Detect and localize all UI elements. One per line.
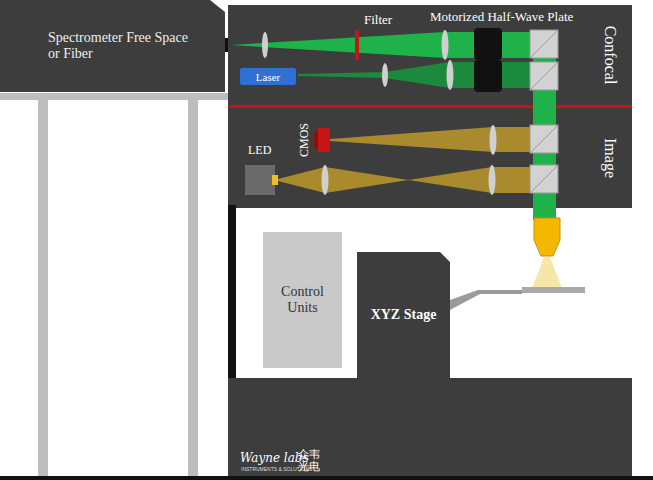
node-text: Control Units (273, 284, 333, 316)
xyz-stage-box (357, 252, 450, 378)
lens (382, 63, 388, 87)
filter (355, 30, 359, 60)
lens (262, 32, 268, 58)
led-beam (492, 167, 533, 193)
part-label: Motorized Half-Wave Plate (430, 10, 573, 24)
node-text: XYZ Stage (371, 307, 437, 323)
frame-bar (228, 205, 236, 378)
node-text: Confocal (601, 26, 619, 85)
led-beam (278, 167, 325, 193)
spectrometer-box: Spectrometer Free Space or Fiber (0, 0, 225, 92)
xyz-stage-box: XYZ Stage (357, 252, 450, 378)
half-wave-plate (474, 28, 502, 60)
lens (490, 125, 497, 155)
shelf (0, 93, 232, 100)
image-beam (330, 127, 493, 152)
focus-cone (532, 257, 562, 288)
stage-arm (450, 290, 522, 310)
green-beam (231, 32, 445, 58)
divider-line (228, 105, 632, 108)
base (228, 378, 632, 476)
control-units-box: Control Units (263, 232, 342, 368)
led-housing (245, 165, 275, 195)
node-text: Spectrometer Free Space or Fiber (48, 30, 188, 62)
beamsplitter-cubes (530, 30, 558, 193)
node-text: Laser (256, 70, 280, 83)
sample-slide (522, 287, 585, 293)
control-units-box (263, 232, 342, 368)
image-section: LED CMOS Image (228, 108, 632, 205)
cmos-sensor (318, 128, 330, 152)
led-emitter (272, 175, 278, 185)
frame-top (236, 205, 632, 208)
watermark: 众韦 光电 (298, 449, 322, 473)
part-label: Filter (364, 13, 392, 27)
lens (442, 30, 449, 60)
cmos-sensor (314, 132, 318, 148)
lens (447, 60, 454, 90)
laser-beam (385, 62, 450, 88)
node-text: LED (248, 144, 271, 158)
image-panel (228, 108, 632, 205)
half-wave-plate (474, 60, 502, 92)
image-beam (493, 127, 533, 152)
objective (534, 218, 560, 256)
floor-line (0, 476, 653, 480)
spectrometer-housing (0, 0, 225, 92)
cmos-camera: CMOS (296, 118, 314, 162)
laser-beam (298, 72, 385, 78)
confocal-panel (228, 5, 632, 105)
laser-box: Laser (240, 68, 296, 85)
table-leg (38, 100, 48, 476)
led-source: LED (243, 144, 277, 196)
lens (322, 165, 329, 195)
node-text: CMOS (298, 123, 312, 157)
lens (489, 165, 496, 195)
table-leg (188, 100, 198, 476)
node-text: Image (601, 138, 619, 178)
led-beam (325, 167, 492, 193)
